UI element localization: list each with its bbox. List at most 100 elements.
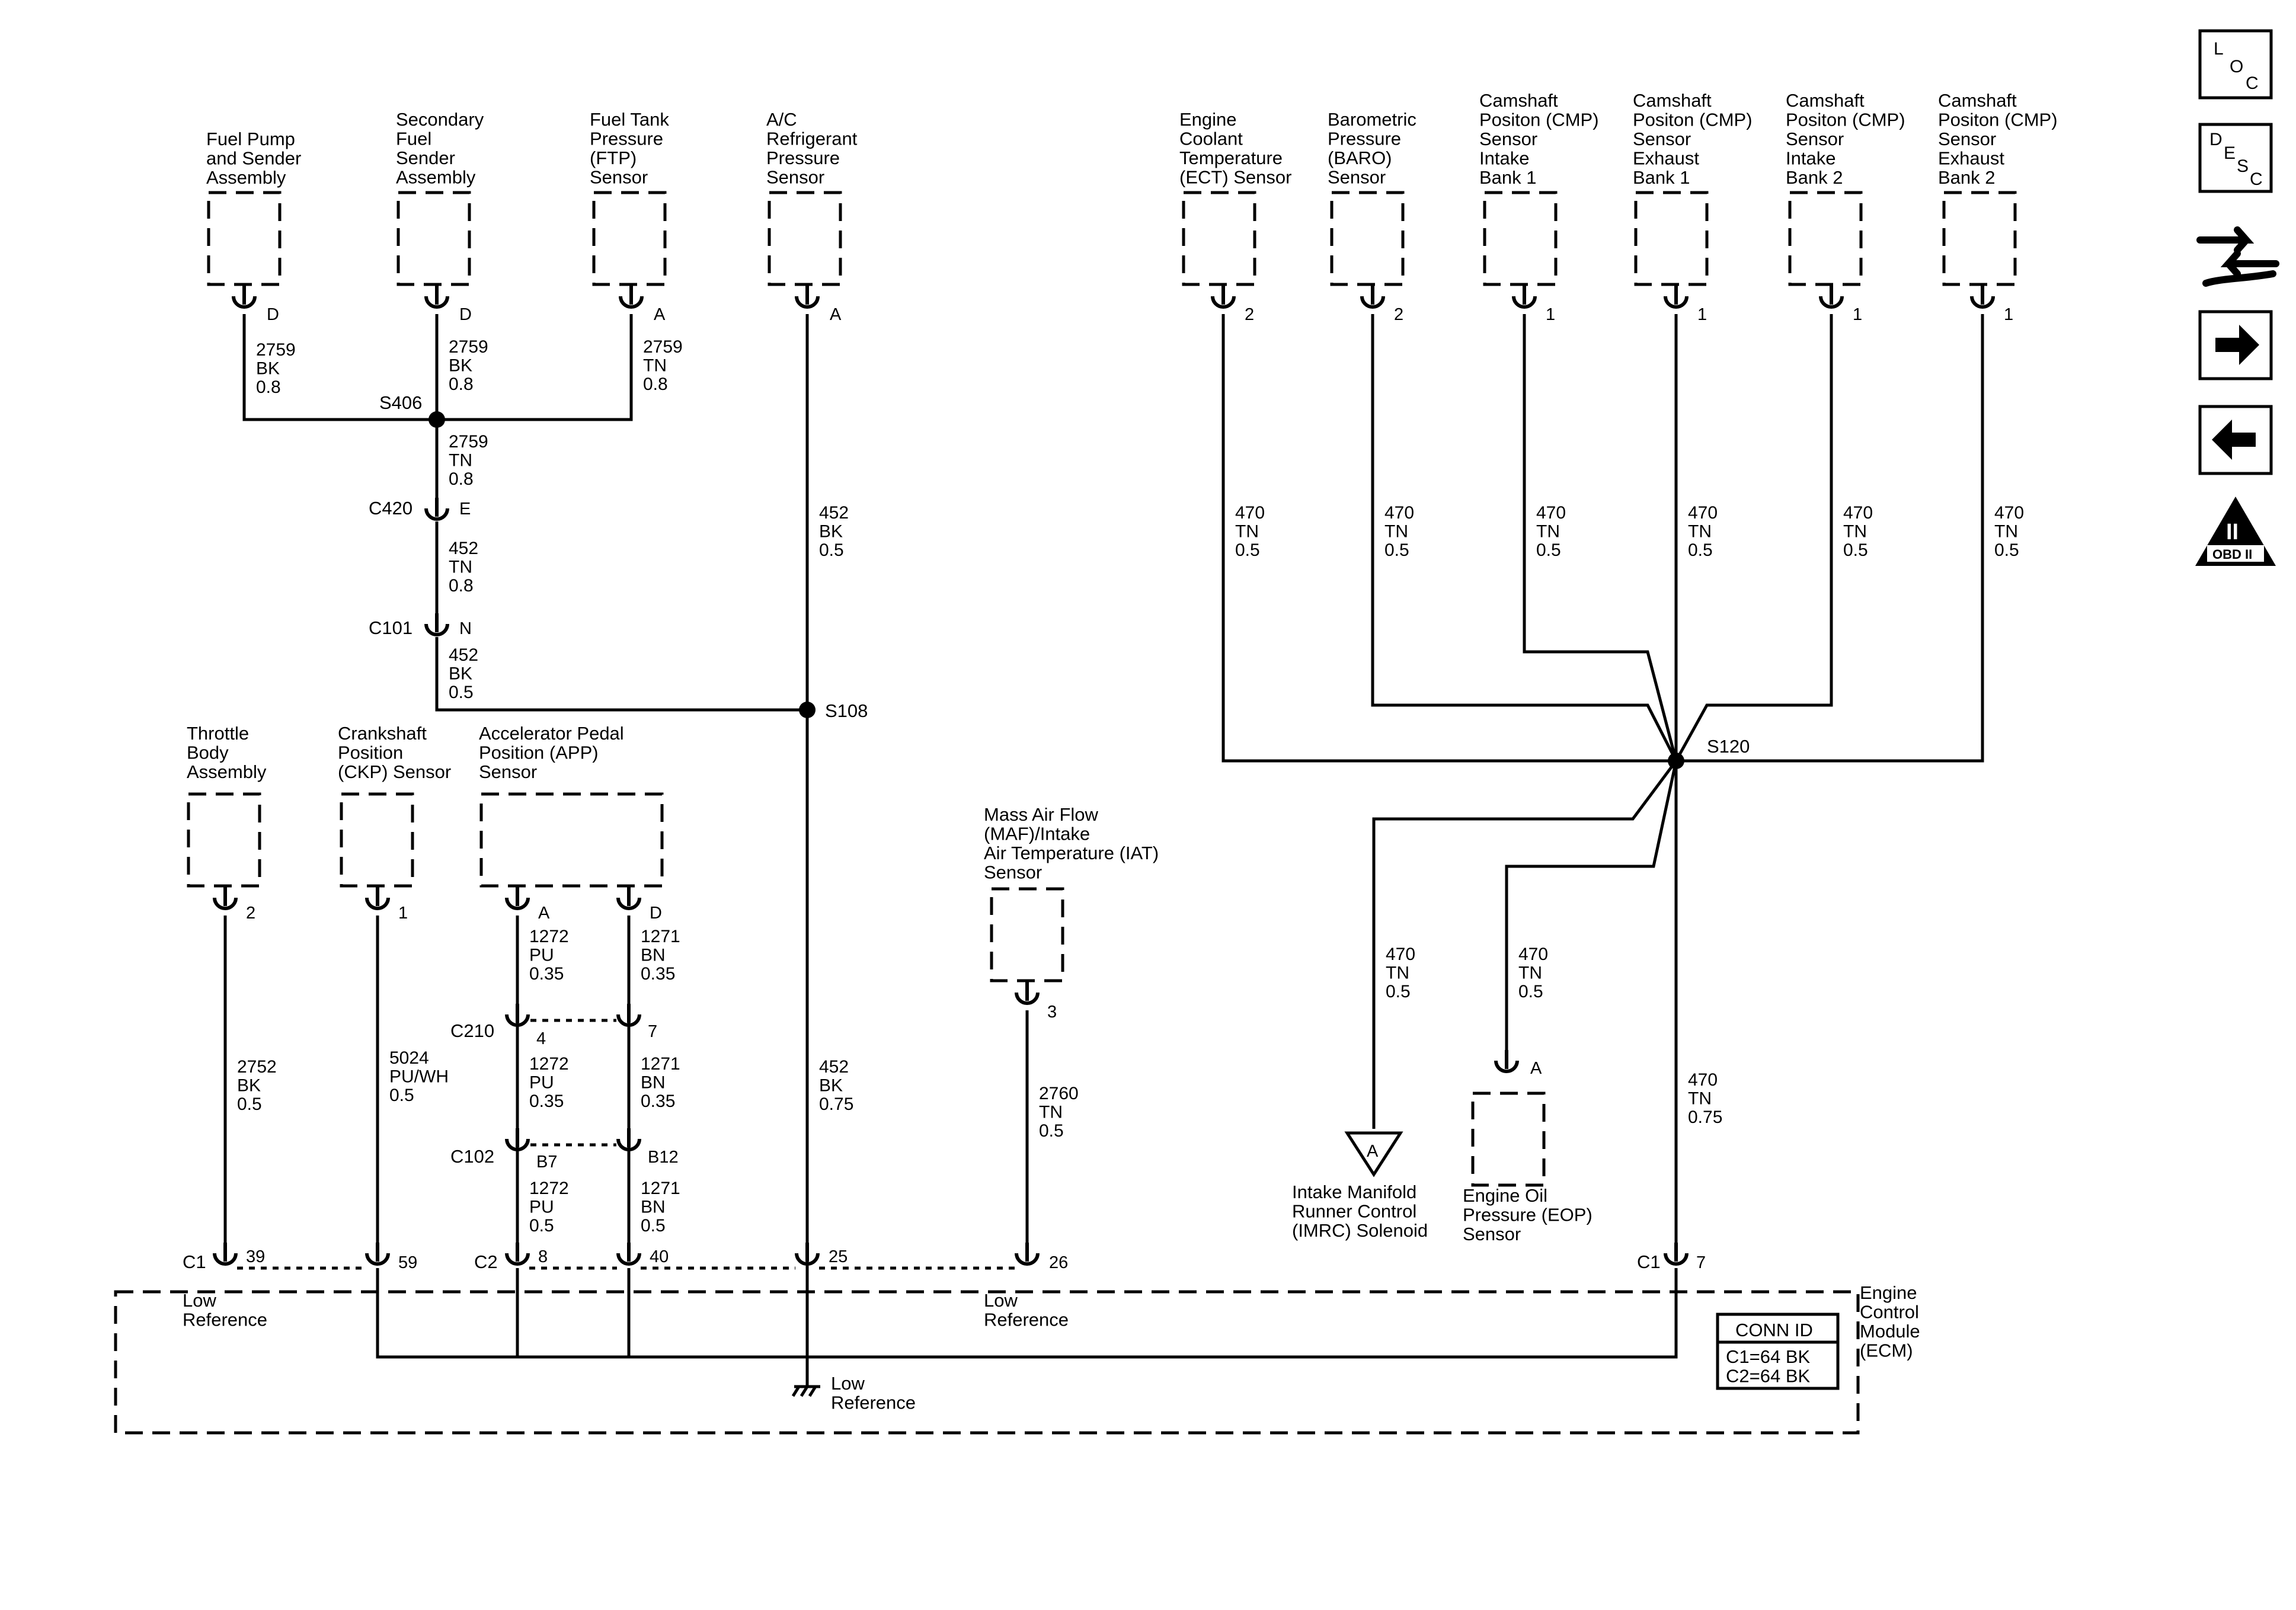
terminal-pin xyxy=(1494,1050,1519,1073)
text-line: TN xyxy=(1386,964,1409,983)
pin-labels: D D A A 2 2 1 1 1 1 E N 2 1 A D 4 7 B7 B… xyxy=(246,305,2013,1272)
text-line: Sensor xyxy=(1328,167,1386,188)
text-line: Camshaft xyxy=(1633,90,1712,111)
text-line: Bank 1 xyxy=(1479,167,1537,188)
text-line: 2752 xyxy=(237,1057,277,1077)
text-line: Sensor xyxy=(479,761,537,782)
wrench-arrows-icon[interactable] xyxy=(2196,226,2279,287)
text-line: 5024 xyxy=(389,1048,429,1068)
text-line: Assembly xyxy=(187,761,267,782)
back-arrow-icon[interactable] xyxy=(2198,405,2273,475)
text-line: TN xyxy=(1235,522,1259,542)
text-line: TN xyxy=(449,451,472,470)
text-line: 0.5 xyxy=(819,540,844,560)
terminal-pin xyxy=(213,887,238,910)
splice-s120 xyxy=(1668,753,1684,769)
text-line: Bank 1 xyxy=(1633,167,1690,188)
text-line: Sender xyxy=(396,148,455,168)
obd-ii-icon[interactable]: II OBD II xyxy=(2195,497,2276,566)
text-line: Sensor xyxy=(984,862,1042,883)
forward-arrow-icon[interactable] xyxy=(2198,310,2273,380)
text-line: Low xyxy=(183,1290,216,1311)
text-line: BK xyxy=(449,356,472,376)
terminal-pin xyxy=(365,1243,390,1266)
text-line: 470 xyxy=(1688,1070,1718,1090)
text-line: Crankshaft xyxy=(338,723,427,744)
loc-l: L xyxy=(2214,39,2224,59)
pin-maf: 3 xyxy=(1047,1003,1057,1022)
text-line: Positon (CMP) xyxy=(1786,110,1905,130)
text-line: C1=64 BK xyxy=(1726,1346,1811,1367)
terminal-pin xyxy=(1015,982,1040,1005)
text-line: 470 xyxy=(1843,503,1873,523)
offpage-label: A xyxy=(1367,1142,1379,1161)
desc-icon[interactable]: D E S C xyxy=(2198,123,2273,193)
splice-s406-label: S406 xyxy=(379,392,422,413)
conn-c210: C210 xyxy=(450,1020,494,1041)
pin-cmp-eb1: 1 xyxy=(1697,305,1707,324)
text-line: Engine xyxy=(1860,1282,1917,1303)
text-line: 1272 xyxy=(529,1179,569,1198)
text-line: Fuel Tank xyxy=(590,109,669,130)
loc-icon[interactable]: L O C xyxy=(2198,29,2273,100)
conn-id-box xyxy=(1716,1313,1840,1390)
text-line: 452 xyxy=(819,503,849,523)
text-line: (MAF)/Intake xyxy=(984,824,1090,844)
pin-secondary-fuel: D xyxy=(459,305,472,324)
text-line: (ECT) Sensor xyxy=(1179,167,1291,188)
wire-c101-s108 xyxy=(435,637,807,712)
text-line: 0.5 xyxy=(1384,540,1409,560)
text-line: Fuel xyxy=(396,129,431,149)
terminal-pin xyxy=(213,1243,238,1266)
text-line: 0.8 xyxy=(643,375,668,394)
text-line: BN xyxy=(641,1198,666,1217)
text-line: TN xyxy=(1994,522,2018,542)
pin-ckp: 1 xyxy=(398,904,408,923)
text-line: Intake xyxy=(1479,148,1529,169)
terminal-pin xyxy=(424,613,449,636)
text-line: Exhaust xyxy=(1633,148,1699,169)
fuel-pump-box xyxy=(207,191,282,286)
text-line: Barometric xyxy=(1328,109,1416,130)
text-line: TN xyxy=(643,356,667,376)
text-line: Throttle xyxy=(187,723,249,744)
text-line: Camshaft xyxy=(1786,90,1865,111)
text-line: 452 xyxy=(449,645,478,665)
text-line: 0.5 xyxy=(449,683,474,702)
wires xyxy=(223,314,1984,1387)
text-line: 0.75 xyxy=(819,1094,853,1114)
text-line: PU xyxy=(529,1198,554,1217)
cmp-intake-bank2-box xyxy=(1788,191,1863,286)
text-line: BN xyxy=(641,1073,666,1093)
ect-sensor-box xyxy=(1182,191,1256,286)
text-line: C2=64 BK xyxy=(1726,1366,1811,1387)
text-line: 0.5 xyxy=(1994,540,2019,560)
desc-icon-box xyxy=(2198,123,2273,193)
text-line: 0.35 xyxy=(641,964,675,984)
ftp-sensor-box xyxy=(592,191,667,286)
pin-cmp-ib2: 1 xyxy=(1853,305,1862,324)
text-line: Air Temperature (IAT) xyxy=(984,843,1159,863)
terminal-pin xyxy=(795,286,820,309)
offpage-connector-a[interactable]: A xyxy=(1344,1131,1403,1177)
text-line: 0.5 xyxy=(1518,982,1543,1001)
ground-symbol xyxy=(791,1385,820,1397)
pin-ecm-26: 26 xyxy=(1049,1253,1068,1272)
maf-iat-sensor-box xyxy=(990,887,1064,982)
text-line: Exhaust xyxy=(1938,148,2004,169)
